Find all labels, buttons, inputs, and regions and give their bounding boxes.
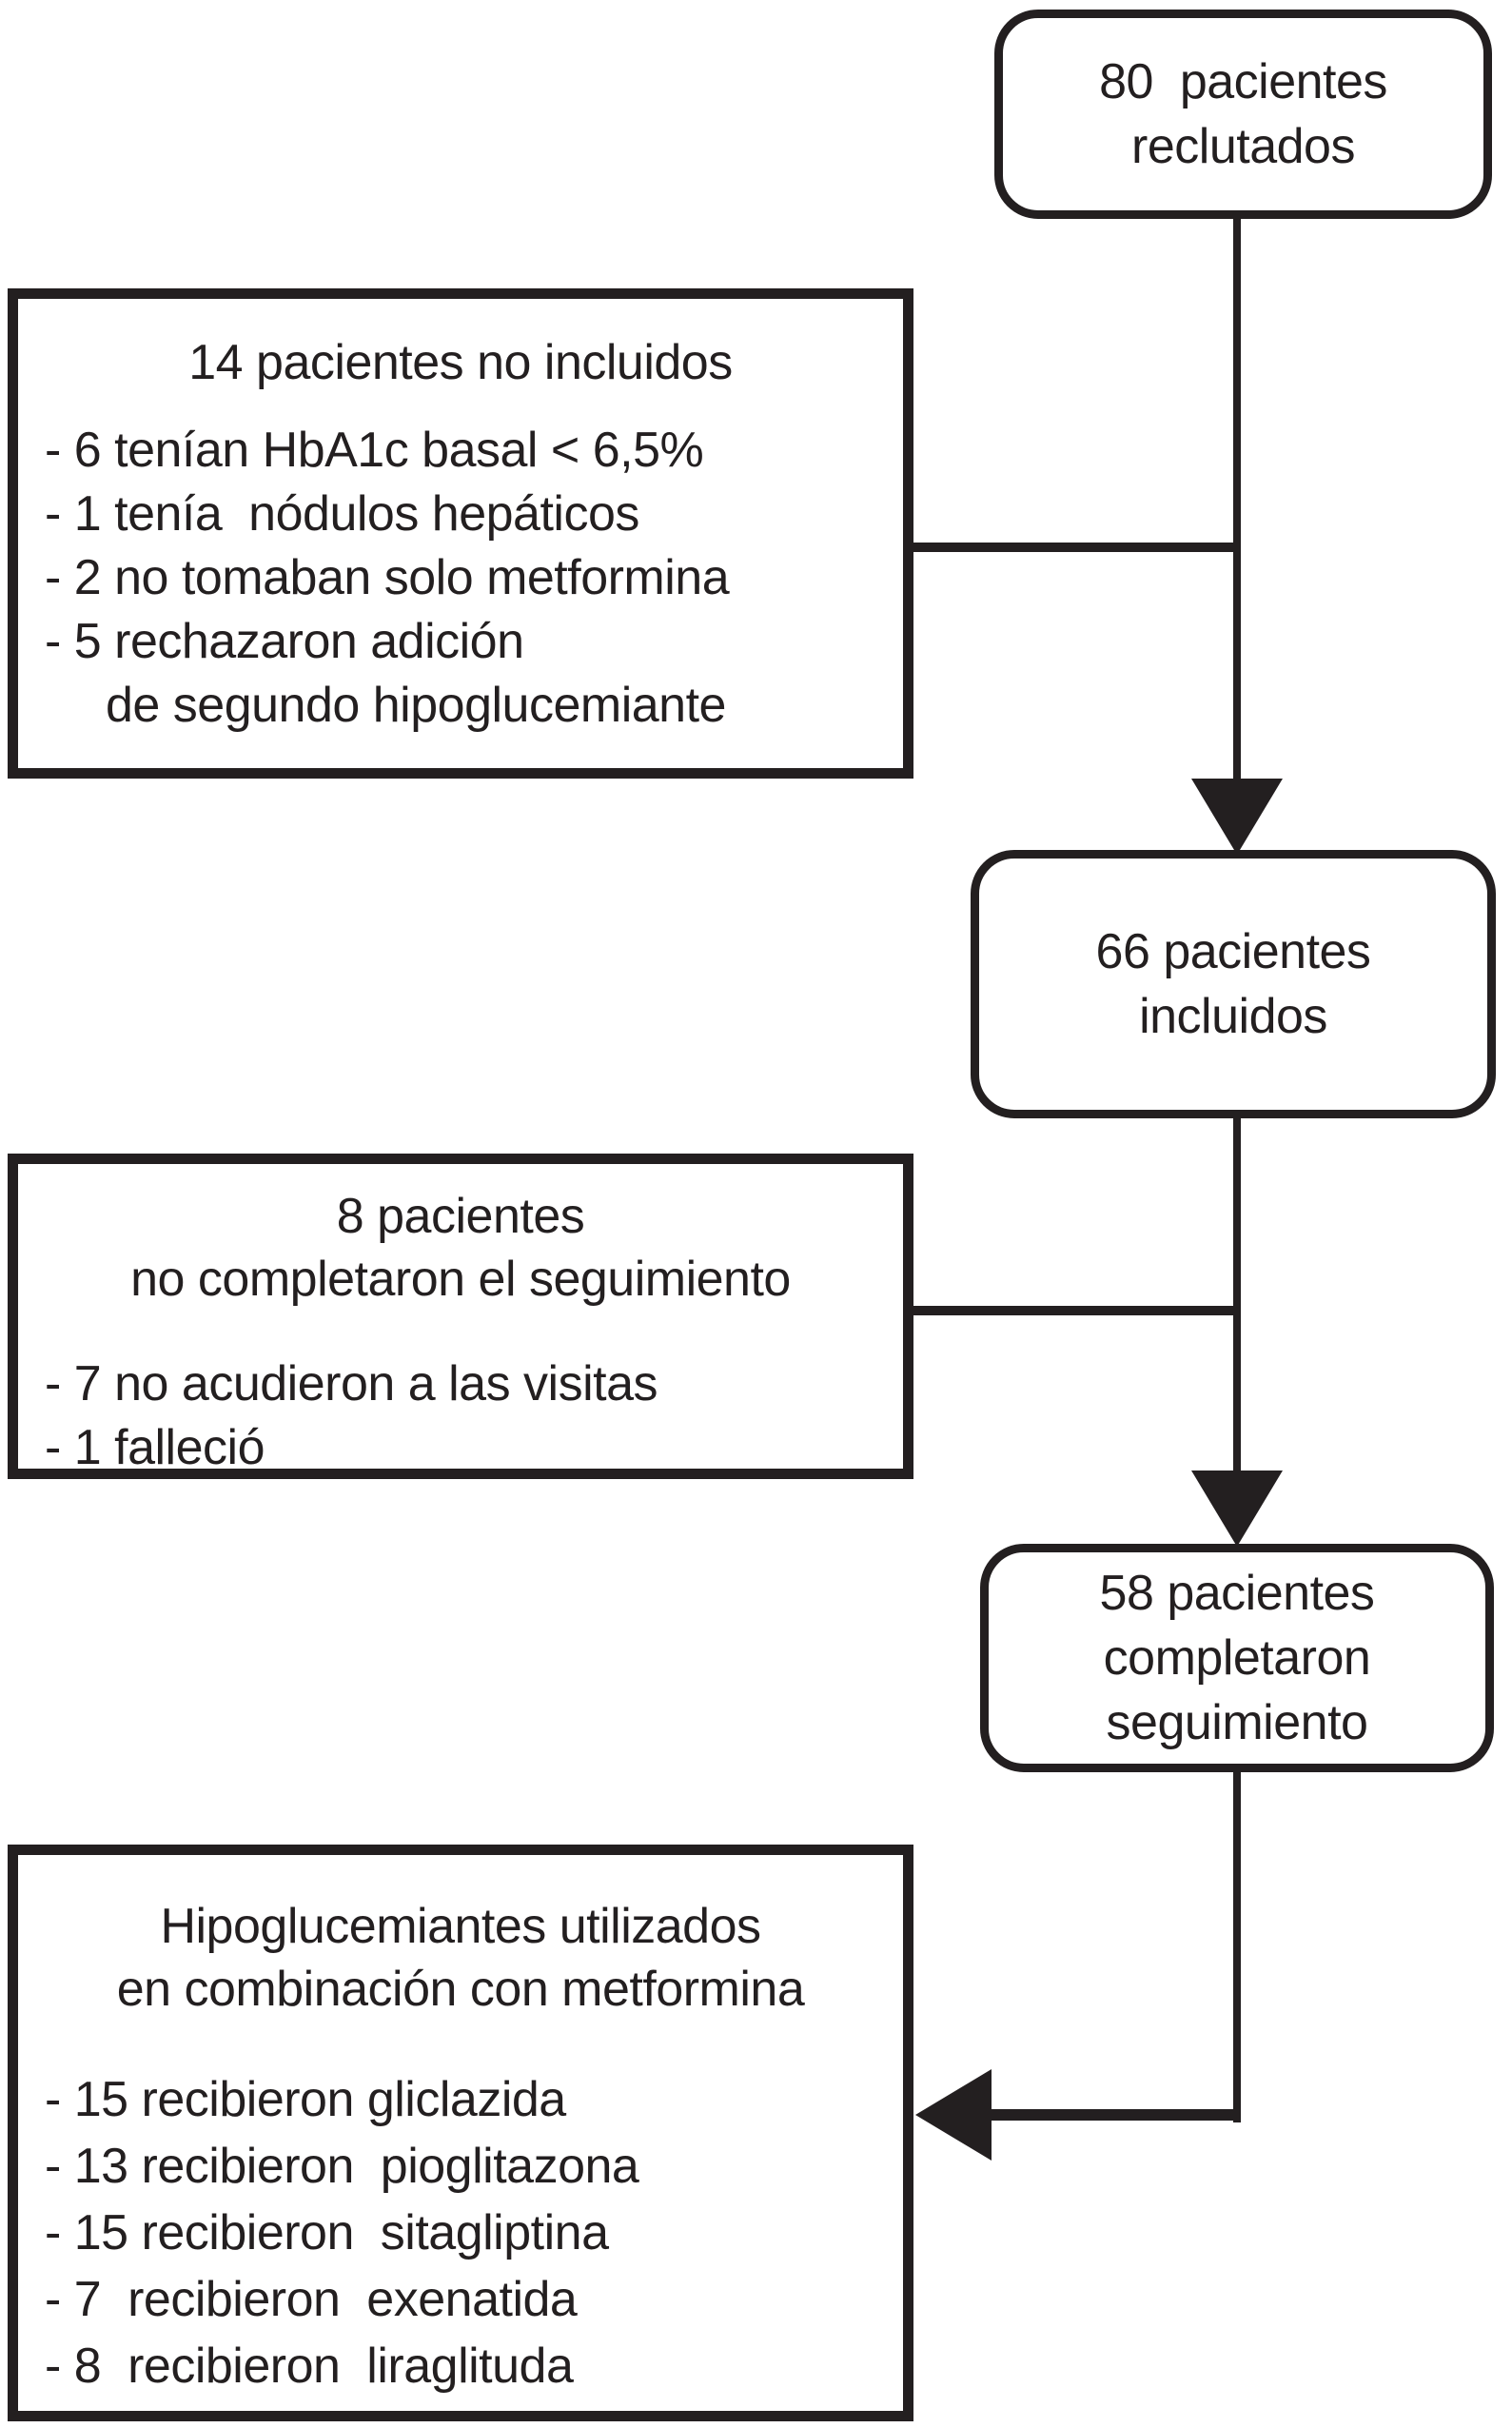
bullet-exenatida: - 7 recibieron exenatida [45,2272,578,2327]
box-recruited: 80 pacientes reclutados [994,10,1492,219]
bullet-sitagliptina: - 15 recibieron sitagliptina [45,2205,609,2260]
connector-not-included-branch [909,543,1241,552]
connector-completed-to-treatments-vertical [1233,1768,1241,2122]
bullet-gliclazida: - 15 recibieron gliclazida [45,2072,566,2127]
bullet-pioglitazona: - 13 recibieron pioglitazona [45,2139,639,2194]
bullet-visitas: - 7 no acudieron a las visitas [45,1356,658,1411]
box-not-completed: 8 pacientes no completaron el seguimient… [8,1154,913,1479]
bullet-nodulos: - 1 tenía nódulos hepáticos [45,486,639,542]
completed-line-1: 58 pacientes [1099,1566,1375,1621]
included-line-1: 66 pacientes [1095,924,1371,979]
treatments-title-line-2: en combinación con metformina [116,1962,805,2017]
connector-included-to-completed [1233,1114,1241,1477]
not-completed-title-line-1: 8 pacientes [336,1189,585,1244]
not-completed-title-line-2: no completaron el seguimiento [130,1252,791,1307]
recruited-line-1: 80 pacientes [1099,54,1387,109]
connector-not-completed-branch [909,1306,1241,1315]
connector-recruited-to-included [1233,211,1241,788]
treatments-title-line-1: Hipoglucemiantes utilizados [160,1899,761,1954]
bullet-liraglituda: - 8 recibieron liraglituda [45,2339,574,2394]
completed-line-2: completaron [1103,1630,1371,1686]
box-not-included: 14 pacientes no incluidos - 6 tenían HbA… [8,288,913,779]
connector-completed-to-treatments-horizontal [985,2109,1241,2121]
not-completed-bullets: - 7 no acudieron a las visitas - 1 falle… [18,1352,903,1480]
box-included: 66 pacientes incluidos [971,850,1496,1118]
bullet-rechazaron: - 5 rechazaron adición [45,614,524,669]
bullet-rechazaron-cont: de segundo hipoglucemiante [106,678,726,733]
arrowhead-left-icon [915,2069,992,2161]
box-treatments: Hipoglucemiantes utilizados en combinaci… [8,1845,913,2421]
treatments-bullets: - 15 recibieron gliclazida - 13 recibier… [18,2066,903,2399]
bullet-hba1c: - 6 tenían HbA1c basal < 6,5% [45,423,704,478]
not-included-title: 14 pacientes no incluidos [188,335,733,390]
recruited-line-2: reclutados [1131,119,1355,174]
arrowhead-down-icon [1191,779,1283,855]
box-completed: 58 pacientes completaron seguimiento [980,1544,1494,1772]
bullet-fallecio: - 1 falleció [45,1420,265,1475]
bullet-metformina: - 2 no tomaban solo metformina [45,550,730,605]
arrowhead-down-icon [1191,1471,1283,1547]
included-line-2: incluidos [1139,989,1327,1044]
completed-line-3: seguimiento [1106,1695,1368,1750]
not-included-bullets: - 6 tenían HbA1c basal < 6,5% - 1 tenía … [18,419,903,738]
